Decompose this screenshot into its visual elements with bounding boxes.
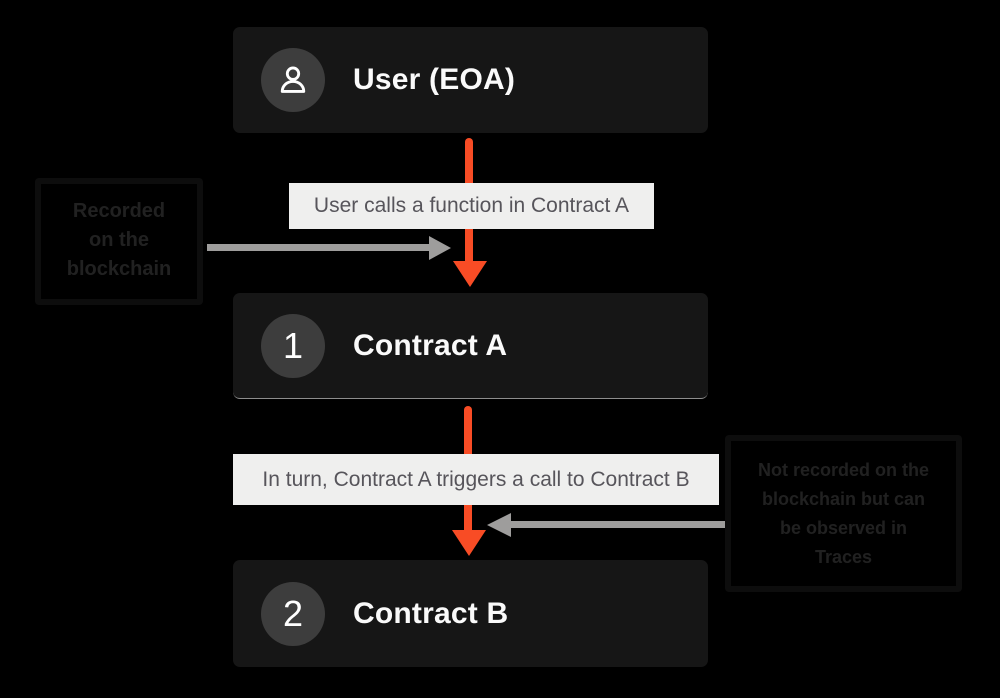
annotation-line: be observed in xyxy=(779,518,908,538)
annotation-line: blockchain but can xyxy=(761,489,926,509)
user-icon xyxy=(280,66,306,93)
annotation-line: blockchain xyxy=(66,258,172,280)
annotation-line: Traces xyxy=(814,547,873,567)
node-contract-a: 1 Contract A xyxy=(233,293,708,399)
node-title-user: User (EOA) xyxy=(353,63,516,96)
node-user-eoa: User (EOA) xyxy=(233,27,708,133)
flow-label-user-call: User calls a function in Contract A xyxy=(289,183,654,229)
annotation-line: on the xyxy=(89,229,149,251)
flow-label-contract-a-call: In turn, Contract A triggers a call to C… xyxy=(233,454,719,505)
node-title-contract-a: Contract A xyxy=(353,328,508,362)
annotation-line: Recorded xyxy=(72,200,166,222)
step-badge-2: 2 xyxy=(261,582,325,646)
annotation-not-recorded-traces: Not recorded on the blockchain but can b… xyxy=(725,435,962,592)
pointer-arrow-right-annotation xyxy=(511,521,733,528)
annotation-line: Not recorded on the xyxy=(757,460,929,480)
pointer-arrow-left-annotation xyxy=(207,244,429,251)
arrow-right-head xyxy=(429,236,451,260)
node-contract-b: 2 Contract B xyxy=(233,560,708,667)
user-avatar-circle xyxy=(261,48,325,112)
arrow-down-head-1 xyxy=(453,261,487,287)
step-badge-1: 1 xyxy=(261,314,325,378)
annotation-recorded-on-blockchain: Recorded on the blockchain xyxy=(35,178,203,305)
arrow-down-head-2 xyxy=(452,530,486,556)
arrow-left-head xyxy=(487,513,511,537)
node-title-contract-b: Contract B xyxy=(353,596,509,630)
